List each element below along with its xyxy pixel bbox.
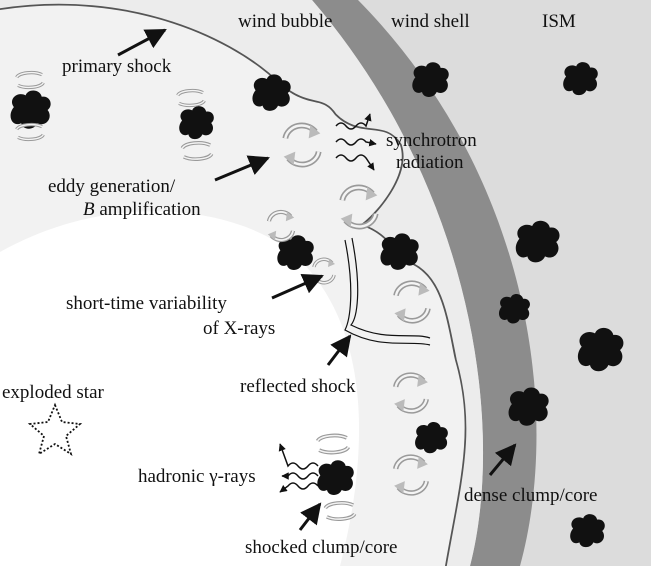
label-eddy-2: B amplification	[83, 199, 201, 220]
label-primary-shock: primary shock	[62, 56, 172, 77]
label-variability-2: of X-rays	[203, 318, 275, 339]
label-exploded-star: exploded star	[2, 382, 105, 403]
label-reflected-shock: reflected shock	[240, 376, 356, 397]
label-synchrotron-1: synchrotron	[386, 130, 477, 151]
label-ism: ISM	[542, 11, 576, 32]
label-shocked-clump: shocked clump/core	[245, 537, 397, 558]
label-dense-clump: dense clump/core	[464, 485, 597, 506]
label-eddy-1: eddy generation/	[48, 176, 176, 197]
label-wind-bubble: wind bubble	[238, 11, 332, 32]
label-variability-1: short-time variability	[66, 293, 227, 314]
label-synchrotron-2: radiation	[396, 152, 464, 173]
label-hadronic: hadronic γ-rays	[138, 466, 256, 487]
label-wind-shell: wind shell	[391, 11, 470, 32]
